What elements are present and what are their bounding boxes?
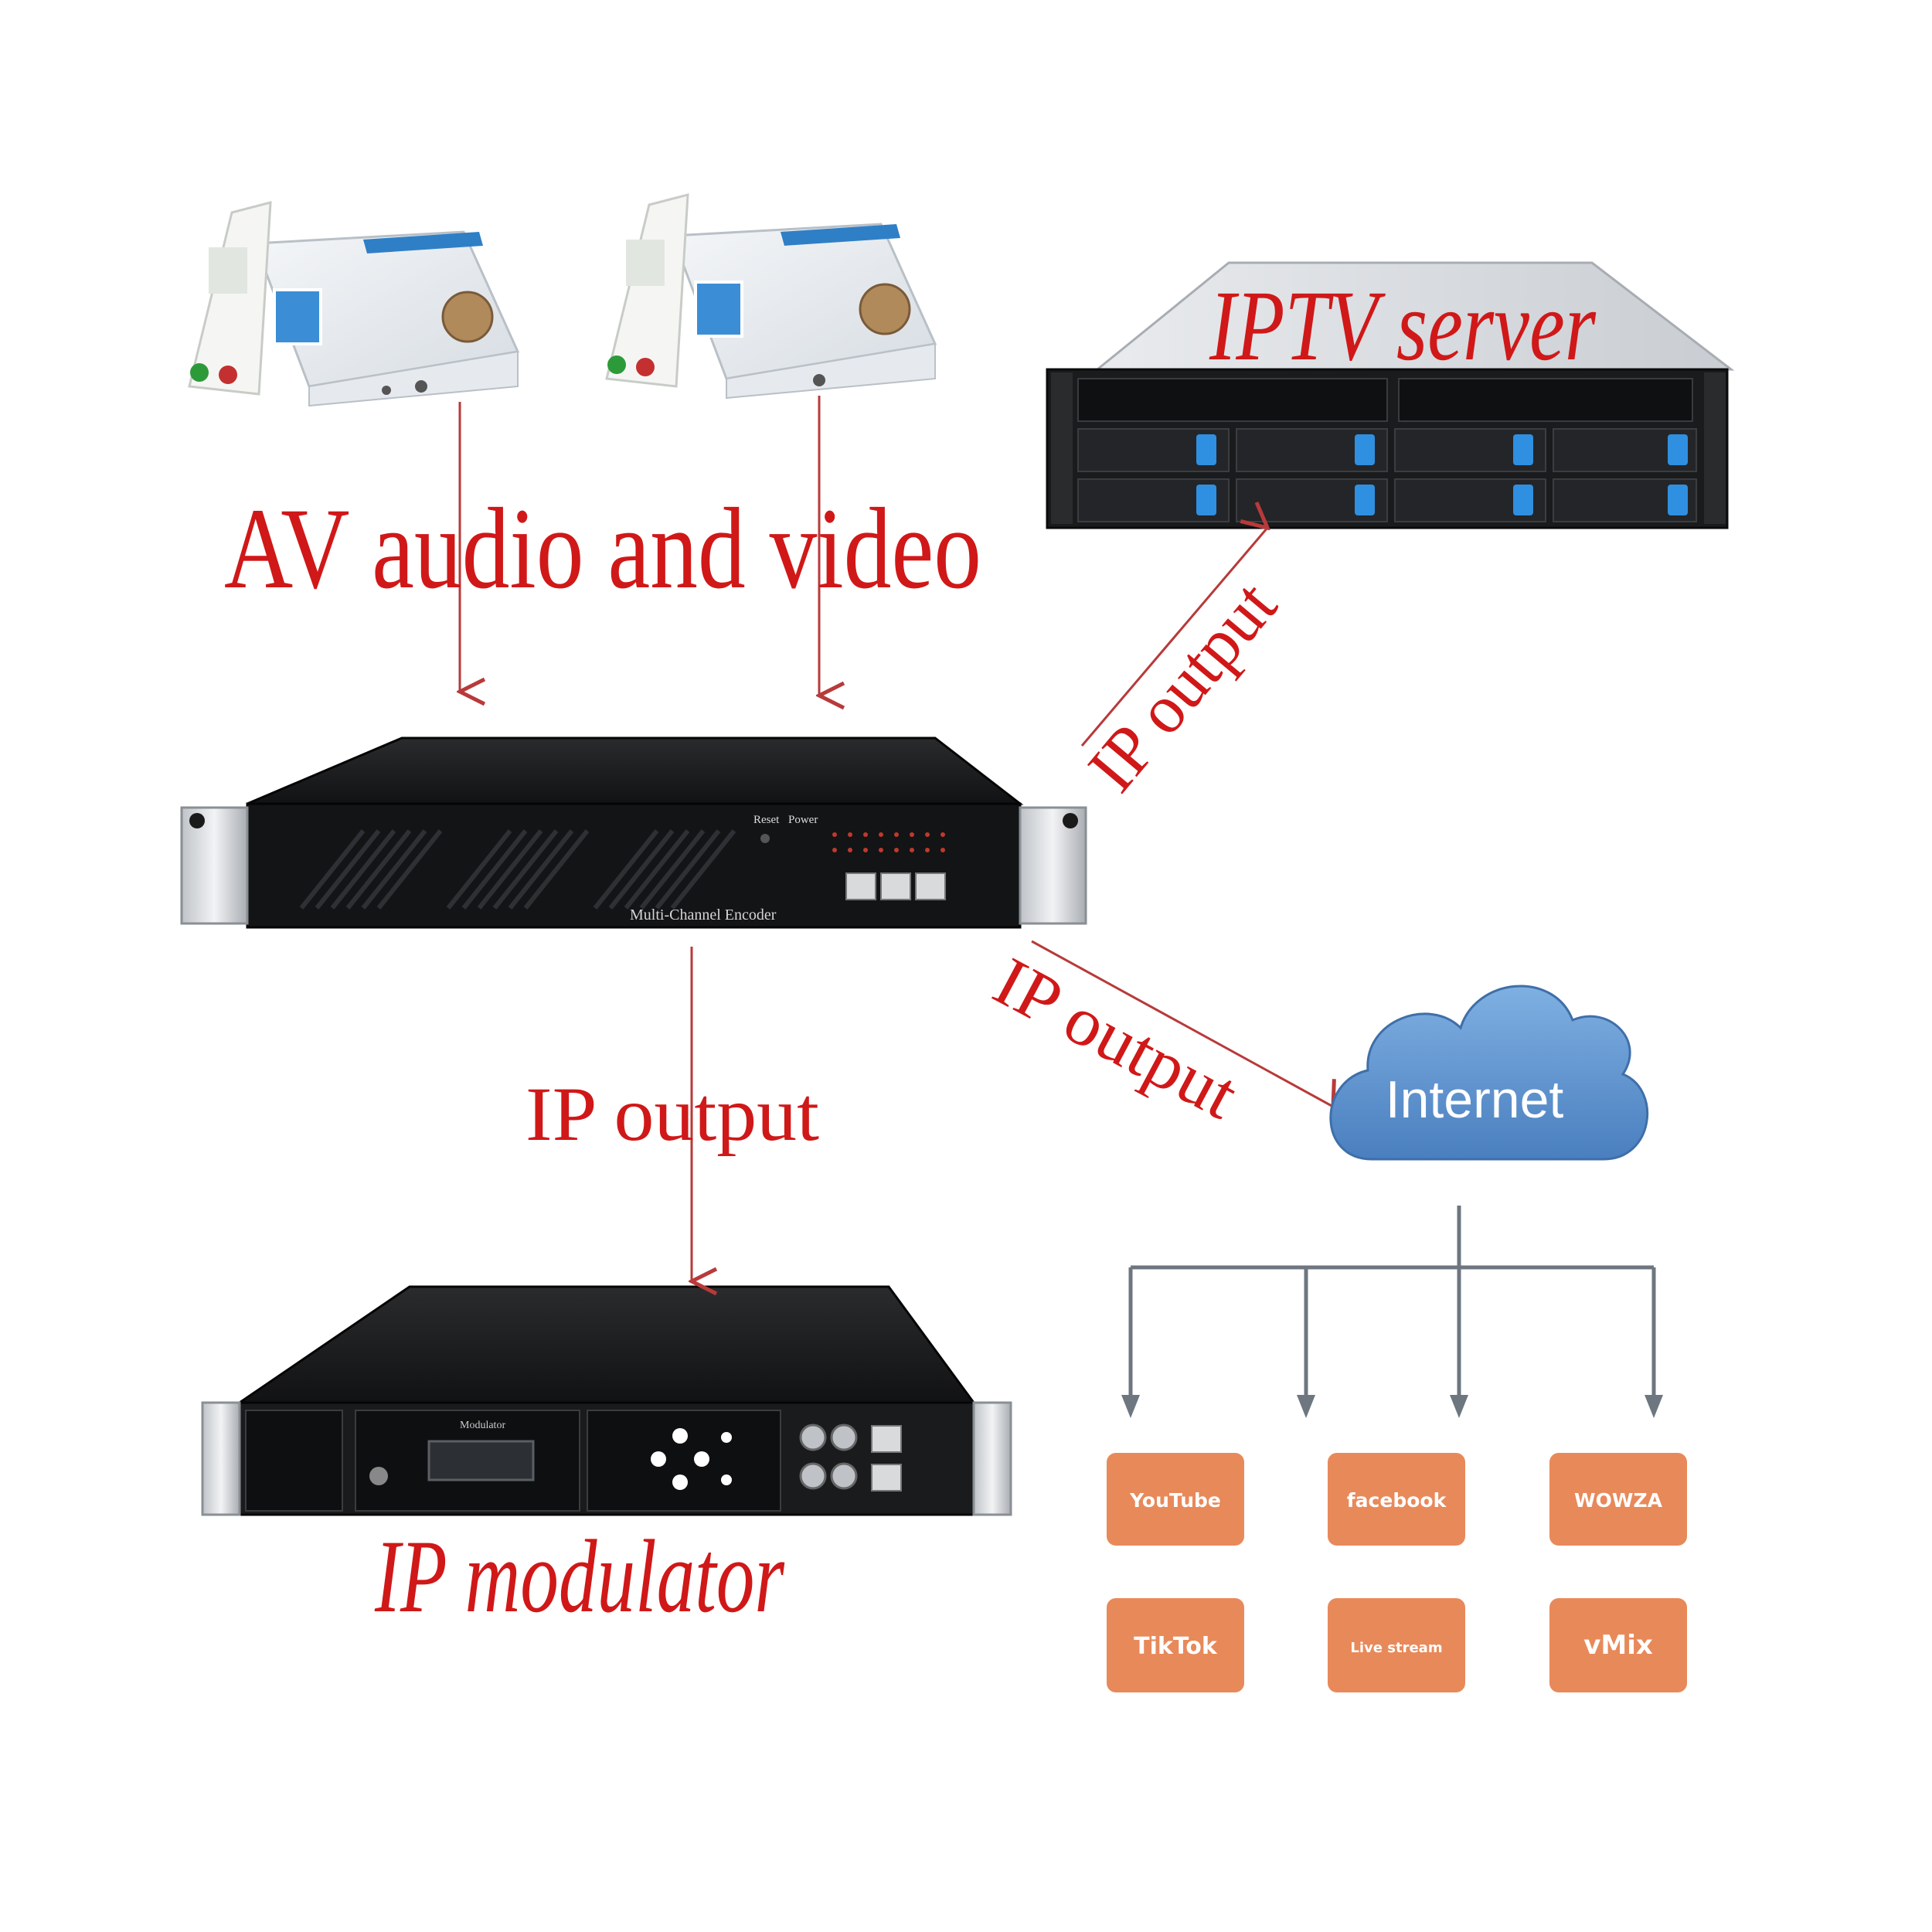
platform-label: Live stream bbox=[1350, 1640, 1442, 1656]
power-label: Power bbox=[788, 814, 818, 826]
set-top-box-1 bbox=[188, 201, 520, 407]
arrow-encoder-to-server bbox=[1080, 528, 1267, 747]
ip-output-server-label: IP output bbox=[1073, 567, 1291, 806]
keypad-icon bbox=[651, 1428, 732, 1490]
platform-label: TikTok bbox=[1134, 1633, 1218, 1660]
sticker-icon bbox=[694, 281, 743, 338]
ip-output-modulator-label: IP output bbox=[526, 1071, 819, 1157]
vent-slots bbox=[299, 829, 736, 910]
platform-tiktok: TikTok bbox=[1107, 1598, 1244, 1692]
distribution-tree bbox=[1128, 1206, 1656, 1403]
status-leds bbox=[832, 832, 945, 852]
platform-vmix: vMix bbox=[1549, 1598, 1687, 1692]
badge-icon bbox=[441, 291, 494, 343]
modulator-front-label: Modulator bbox=[460, 1420, 505, 1431]
rf-ports bbox=[799, 1423, 902, 1492]
internet-label: Internet bbox=[1386, 1070, 1564, 1129]
av-audio-video-label: AV audio and video bbox=[224, 485, 981, 613]
ip-modulator-label: IP modulator bbox=[374, 1519, 784, 1634]
remote-icon bbox=[605, 193, 689, 388]
reset-label: Reset bbox=[753, 814, 780, 826]
reset-button bbox=[760, 834, 770, 843]
platform-youtube: YouTube bbox=[1107, 1453, 1244, 1546]
encoder-device: Reset Power Multi-Channel Encoder bbox=[180, 736, 1087, 929]
ethernet-ports bbox=[845, 872, 946, 900]
platform-facebook: facebook bbox=[1328, 1453, 1465, 1546]
platform-label: vMix bbox=[1583, 1630, 1653, 1661]
set-top-box-2 bbox=[605, 193, 937, 400]
modulator-device: Modulator bbox=[201, 1285, 1012, 1516]
platform-live-stream: Live stream bbox=[1328, 1598, 1465, 1692]
iptv-server-label: IPTV server bbox=[1209, 270, 1596, 382]
badge-icon bbox=[859, 283, 911, 335]
remote-icon bbox=[188, 201, 272, 396]
sticker-icon bbox=[273, 288, 322, 345]
power-switch-icon bbox=[369, 1467, 388, 1485]
arrow-encoder-to-internet bbox=[1031, 940, 1333, 1107]
platform-label: YouTube bbox=[1129, 1489, 1221, 1512]
platform-label: facebook bbox=[1347, 1489, 1447, 1512]
internet-cloud-icon: Internet bbox=[1329, 985, 1649, 1161]
lcd-display bbox=[427, 1440, 535, 1481]
encoder-front-label: Multi-Channel Encoder bbox=[630, 906, 777, 923]
arrows bbox=[460, 396, 1333, 1281]
tree-arrowheads bbox=[1121, 1395, 1663, 1418]
platform-label: WOWZA bbox=[1574, 1489, 1663, 1512]
platform-wowza: WOWZA bbox=[1549, 1453, 1687, 1546]
